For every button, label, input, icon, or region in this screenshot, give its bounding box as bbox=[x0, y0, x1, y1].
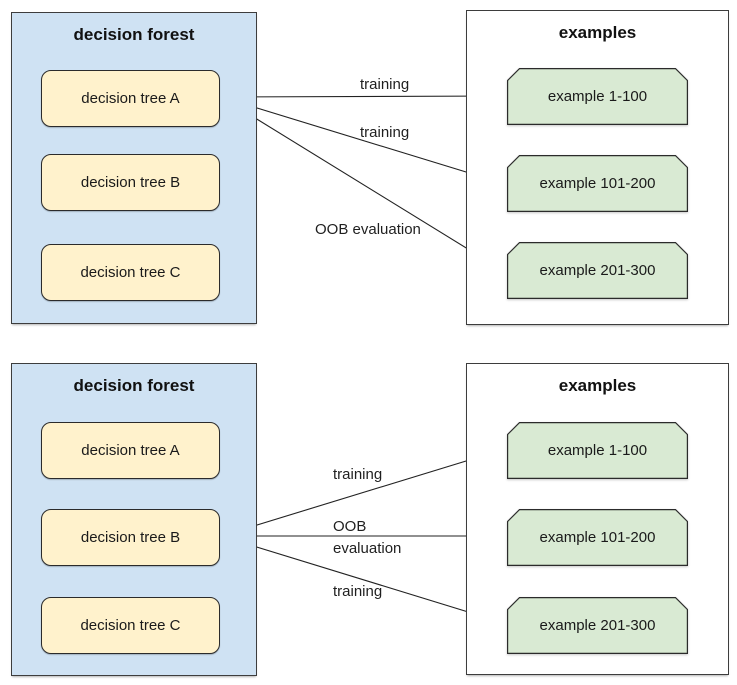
example-card-2: example 101-200 bbox=[507, 509, 688, 566]
example-card-1: example 1-100 bbox=[507, 68, 688, 125]
arrow-label-oob-evaluation: OOB evaluation bbox=[315, 221, 421, 238]
example-card-3: example 201-300 bbox=[507, 242, 688, 299]
example-label: example 1-100 bbox=[547, 88, 648, 105]
examples-panel-top: examples example 1-100 example 101-200 e… bbox=[466, 10, 729, 325]
arrow-label-training: training bbox=[333, 466, 383, 483]
card-shape bbox=[507, 422, 688, 479]
arrow-top-oob-evaluation bbox=[220, 96, 503, 271]
example-card-3: example 201-300 bbox=[507, 597, 688, 654]
tree-box-c: decision tree C bbox=[41, 597, 220, 654]
arrow-top-training-1 bbox=[220, 92, 503, 100]
card-shape bbox=[507, 68, 688, 125]
forest-panel-top: decision forest decision tree A decision… bbox=[11, 12, 257, 324]
examples-panel-bottom: examples example 1-100 example 101-200 e… bbox=[466, 363, 729, 675]
tree-label: decision tree C bbox=[80, 617, 181, 634]
tree-label: decision tree C bbox=[80, 264, 181, 281]
example-label: example 101-200 bbox=[539, 529, 656, 546]
forest-title: decision forest bbox=[73, 25, 195, 44]
example-card-2: example 101-200 bbox=[507, 155, 688, 212]
example-label: example 201-300 bbox=[539, 262, 656, 279]
tree-box-a: decision tree A bbox=[41, 70, 220, 127]
arrow-label-line: evaluation bbox=[333, 540, 402, 557]
example-label: example 1-100 bbox=[547, 442, 648, 459]
tree-label: decision tree A bbox=[81, 90, 180, 107]
arrow-label-training: training bbox=[360, 124, 410, 141]
tree-box-b: decision tree B bbox=[41, 509, 220, 566]
card-shape bbox=[507, 242, 688, 299]
example-label: example 101-200 bbox=[539, 175, 656, 192]
examples-title: examples bbox=[558, 23, 637, 42]
card-shape bbox=[507, 155, 688, 212]
example-label: example 201-300 bbox=[539, 617, 656, 634]
arrow-label-oob-evaluation: OOB evaluation bbox=[333, 516, 401, 560]
tree-label: decision tree A bbox=[81, 442, 180, 459]
tree-box-c: decision tree C bbox=[41, 244, 220, 301]
card-shape bbox=[507, 597, 688, 654]
forest-panel-bottom: decision forest decision tree A decision… bbox=[11, 363, 257, 676]
arrow-label-training: training bbox=[333, 583, 383, 600]
arrow-label-line: OOB bbox=[333, 518, 367, 535]
tree-box-b: decision tree B bbox=[41, 154, 220, 211]
tree-label: decision tree B bbox=[80, 529, 181, 546]
card-shape bbox=[507, 509, 688, 566]
tree-label: decision tree B bbox=[80, 174, 181, 191]
examples-title: examples bbox=[558, 376, 637, 395]
example-card-1: example 1-100 bbox=[507, 422, 688, 479]
tree-box-a: decision tree A bbox=[41, 422, 220, 479]
forest-title: decision forest bbox=[73, 376, 195, 395]
arrow-label-training: training bbox=[360, 76, 410, 93]
